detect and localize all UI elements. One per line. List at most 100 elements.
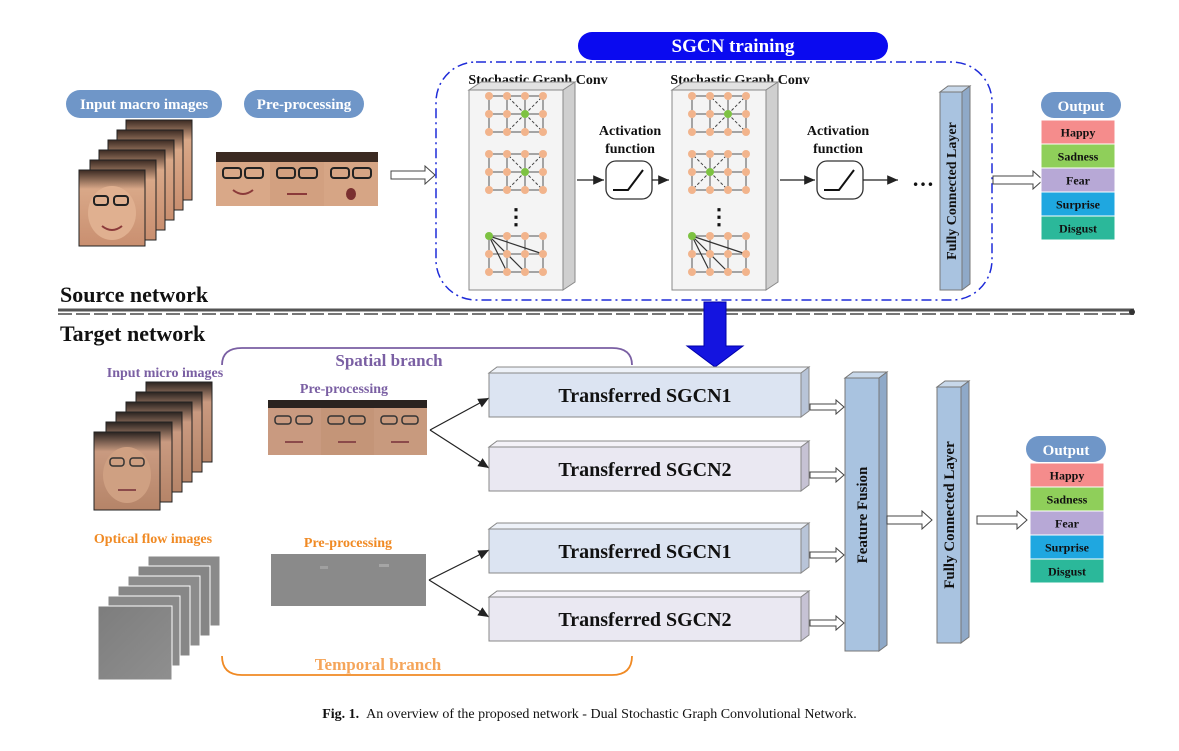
- graph-node: [539, 110, 547, 118]
- graph-node: [503, 150, 511, 158]
- temporal-preprocessing-label: Pre-processing: [304, 536, 392, 551]
- graph-node: [485, 150, 493, 158]
- activation-icon-2: [816, 160, 864, 200]
- sgcn-box-spatial-2: Transferred SGCN2: [487, 440, 811, 492]
- graph-node: [706, 186, 714, 194]
- source-preprocessing-pill: Pre-processing: [244, 90, 364, 118]
- source-output-cell-surprise: [1040, 191, 1116, 217]
- sgcn-box-temporal-2: Transferred SGCN2: [487, 590, 811, 642]
- source-fc-layer: Fully Connected Layer: [938, 85, 972, 291]
- sgcn-box-spatial-1: Transferred SGCN1: [487, 366, 811, 418]
- graph-edge-long: [488, 235, 508, 273]
- graph-node-center: [521, 110, 529, 118]
- source-ellipsis: …: [912, 166, 934, 191]
- temporal-branch-bracket: [221, 655, 633, 676]
- sgcn-box-spatial-2-label: Transferred SGCN2: [558, 459, 731, 481]
- activation-label-1a: Activation: [599, 124, 661, 139]
- optical-flow-preprocessed: [271, 554, 426, 606]
- spatial-branch-label: Spatial branch: [335, 351, 443, 370]
- sgcn-box-spatial-1-label: Transferred SGCN1: [558, 385, 731, 407]
- graph-node: [706, 128, 714, 136]
- graph-node: [742, 110, 750, 118]
- source-output-label-sadness: Sadness: [1058, 150, 1099, 164]
- source-fc-label: Fully Connected Layer: [945, 122, 960, 260]
- input-macro-label: Input macro images: [80, 97, 208, 113]
- graph-node: [503, 128, 511, 136]
- graph-node: [742, 168, 750, 176]
- graph-edge-stochastic: [506, 113, 526, 133]
- input-macro-pill: Input macro images: [66, 90, 222, 118]
- graph-node: [724, 128, 732, 136]
- graph-node: [688, 168, 696, 176]
- graph-node: [688, 250, 696, 258]
- graph-edge-stochastic: [709, 153, 729, 173]
- graph-node: [539, 150, 547, 158]
- graph-node: [742, 250, 750, 258]
- source-output-title: Output: [1058, 99, 1105, 115]
- graph-edge-long: [691, 235, 711, 273]
- target-output-label-fear: Fear: [1055, 517, 1080, 531]
- graph-node: [503, 92, 511, 100]
- caption-prefix: Fig. 1.: [322, 707, 360, 722]
- graph-node: [539, 92, 547, 100]
- activation-label-1b: function: [605, 142, 655, 157]
- graph-node: [521, 268, 529, 276]
- graph-node: [539, 186, 547, 194]
- graph-edge-stochastic: [727, 95, 747, 115]
- activation-icon-1: [605, 160, 653, 200]
- graph-node: [539, 232, 547, 240]
- target-fc-label: Fully Connected Layer: [942, 441, 958, 589]
- sgc-block-1: [467, 81, 577, 291]
- graph-node: [706, 268, 714, 276]
- sgcn-training-label: SGCN training: [672, 36, 795, 57]
- figure-caption: Fig. 1. An overview of the proposed netw…: [0, 707, 1179, 723]
- graph-edge-stochastic: [506, 95, 526, 115]
- macro-preprocessed-faces: [216, 152, 378, 206]
- graph-edge-stochastic: [727, 113, 747, 133]
- graph-edge-stochastic: [691, 171, 711, 191]
- source-input-arrow: [390, 164, 436, 186]
- graph-node: [724, 232, 732, 240]
- graph-node: [503, 268, 511, 276]
- graph-edge-stochastic: [506, 171, 526, 191]
- feature-fusion-label: Feature Fusion: [855, 466, 871, 563]
- graph-node: [706, 110, 714, 118]
- graph-edge-stochastic: [709, 171, 729, 191]
- graph-node: [706, 250, 714, 258]
- graph-edge-stochastic: [691, 153, 711, 173]
- graph-node: [539, 128, 547, 136]
- macro-image-stack: [78, 119, 193, 247]
- arrow-sgcn-fusion-3: [809, 546, 845, 564]
- arrow-temporal-sgcn1: [428, 549, 490, 581]
- caption-text: An overview of the proposed network - Du…: [366, 707, 857, 722]
- graph-node: [539, 250, 547, 258]
- optical-flow-stack: [97, 555, 221, 681]
- graph-node: [503, 168, 511, 176]
- graph-edge-long: [691, 235, 747, 255]
- graph-node: [485, 92, 493, 100]
- target-output-label-sadness: Sadness: [1047, 493, 1088, 507]
- graph-node: [724, 92, 732, 100]
- graph-node: [742, 268, 750, 276]
- arrow-sgcn-fusion-4: [809, 614, 845, 632]
- graph-node: [521, 128, 529, 136]
- spatial-branch-bracket: [221, 347, 633, 366]
- activation-label-2b: function: [813, 142, 863, 157]
- graph-edge-stochastic: [709, 95, 729, 115]
- sgcn-box-temporal-1: Transferred SGCN1: [487, 522, 811, 574]
- fusion-arrows: [809, 398, 845, 632]
- graph-node: [539, 268, 547, 276]
- graph-edge-long: [488, 235, 544, 255]
- spatial-preprocessing-label: Pre-processing: [300, 382, 388, 397]
- graph-node: [742, 232, 750, 240]
- graph-node: [503, 250, 511, 258]
- feature-fusion-layer: Feature Fusion: [843, 371, 889, 652]
- graph-node: [485, 268, 493, 276]
- source-output-label-fear: Fear: [1066, 174, 1091, 188]
- graph-node: [742, 128, 750, 136]
- graph-node-center: [706, 168, 714, 176]
- graph-node-center: [521, 168, 529, 176]
